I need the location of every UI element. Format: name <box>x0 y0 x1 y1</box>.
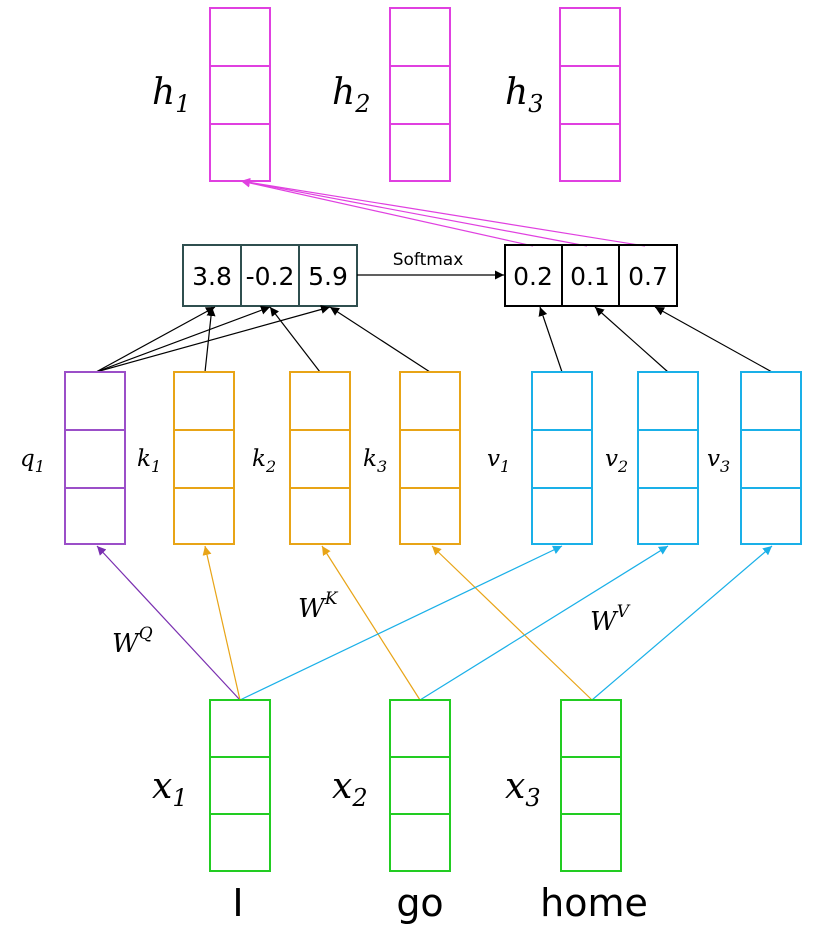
x-vector-1 <box>209 699 271 872</box>
wv-arrows <box>239 545 773 701</box>
v-label-3: v3 <box>707 446 730 476</box>
score-3: 5.9 <box>308 262 348 291</box>
v-label-2: v2 <box>605 446 628 476</box>
wq-label: WQ <box>112 624 153 659</box>
probability-3: 0.7 <box>628 262 668 291</box>
x-label-2: x2 <box>332 766 368 812</box>
score-2: -0.2 <box>246 262 295 291</box>
k-label-2: k2 <box>252 446 276 476</box>
h-label-1: h1 <box>152 72 190 118</box>
word-2: go <box>396 881 443 925</box>
v-vector-2 <box>637 371 699 545</box>
wq-arrows <box>96 545 241 701</box>
q-label-1: q1 <box>20 446 45 476</box>
x-vector-3 <box>560 699 622 872</box>
k-label-3: k3 <box>363 446 387 476</box>
q-vector-1 <box>64 371 126 545</box>
v-to-probabilities-arrows <box>538 306 773 373</box>
v-vector-1 <box>531 371 593 545</box>
v-label-1: v1 <box>487 446 510 476</box>
h-label-2: h2 <box>332 72 370 118</box>
x-label-3: x3 <box>505 766 541 812</box>
h-vector-2 <box>389 7 451 182</box>
k-label-1: k1 <box>137 446 161 476</box>
k-vector-3 <box>399 371 461 545</box>
wk-arrows <box>202 545 593 701</box>
probability-1: 0.2 <box>513 262 553 291</box>
v-vector-3 <box>740 371 802 545</box>
x-vector-2 <box>389 699 451 872</box>
wv-label: WV <box>590 602 631 637</box>
score-1: 3.8 <box>192 262 232 291</box>
k-vector-2 <box>289 371 351 545</box>
probabilities-vector <box>504 244 678 307</box>
wk-label: WK <box>298 589 339 624</box>
h-label-3: h3 <box>505 72 543 118</box>
h-vector-3 <box>559 7 621 182</box>
k-vector-1 <box>173 371 235 545</box>
prob-to-h1-arrows <box>240 177 646 247</box>
h-vector-1 <box>209 7 271 182</box>
qk-to-scores-arrows <box>95 305 431 373</box>
word-1: I <box>232 881 243 925</box>
probability-2: 0.1 <box>570 262 610 291</box>
softmax-label: Softmax <box>393 250 464 270</box>
x-label-1: x1 <box>152 766 188 812</box>
word-3: home <box>540 881 648 925</box>
